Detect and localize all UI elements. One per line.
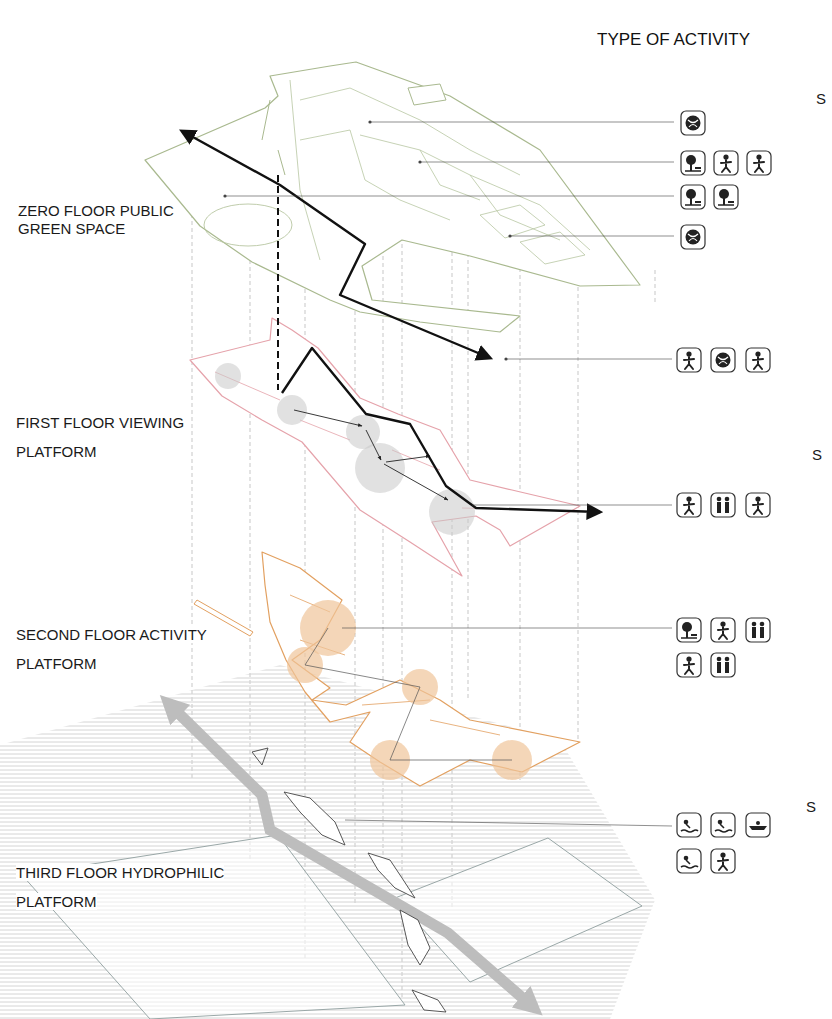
leader-line (345, 820, 672, 826)
activity-icon (711, 618, 735, 642)
leader-line (342, 628, 672, 629)
route-line (277, 175, 279, 390)
route-line (282, 348, 600, 512)
cropped-label: S (806, 798, 816, 815)
viewing-platform (277, 395, 307, 425)
green-space (262, 100, 285, 175)
route-line (182, 131, 490, 358)
activity-icon (677, 653, 701, 677)
activity-icon (681, 111, 705, 135)
viewing-platform (429, 489, 475, 535)
hydrophilic-pier (412, 990, 446, 1012)
activity-icon (711, 348, 735, 372)
leader-dot (418, 160, 421, 163)
green-space (145, 62, 640, 332)
viewing-platform (215, 363, 241, 389)
activity-icon (746, 813, 770, 837)
viewing-platform (190, 318, 580, 576)
layer-label: THIRD FLOOR HYDROPHILIC PLATFORM (16, 864, 224, 910)
projection-line (192, 165, 193, 780)
chart-title: TYPE OF ACTIVITY (597, 30, 750, 50)
leader-line (472, 505, 672, 506)
activity-icon (746, 348, 770, 372)
viewing-platform (386, 456, 430, 462)
projection-line (578, 210, 579, 740)
hydrophilic-pier (252, 748, 268, 765)
layer-label-box: ZERO FLOOR PUBLIC GREEN SPACE (18, 202, 223, 238)
green-space (290, 80, 590, 260)
layer-label-box: S (806, 798, 820, 816)
layer-label-box: THIRD FLOOR HYDROPHILIC PLATFORM (16, 858, 286, 916)
activity-icon (681, 185, 705, 209)
activity-icon (681, 151, 705, 175)
activity-icon (677, 813, 701, 837)
leader-line (420, 162, 674, 163)
layer-label-box: SECOND FLOOR ACTIVITY PLATFORM (16, 620, 271, 678)
activity-icon (711, 493, 735, 517)
activity-icon (714, 185, 738, 209)
hydrophilic-pier (284, 792, 345, 845)
activity-icon (681, 225, 705, 249)
green-space (408, 84, 446, 105)
layer-label-box: S (816, 90, 830, 108)
viewing-platform (384, 464, 448, 500)
viewing-platform (294, 410, 362, 426)
activity-platform (262, 552, 580, 786)
activity-icon (711, 653, 735, 677)
green-space (145, 62, 640, 332)
leader-dot (504, 357, 507, 360)
viewing-platform (355, 443, 405, 493)
activity-icon (677, 849, 701, 873)
viewing-platform (366, 430, 381, 460)
water-surface (22, 835, 405, 1019)
leader-line (225, 122, 674, 826)
activity-icon (746, 493, 770, 517)
activity-icon (711, 849, 735, 873)
route-line (182, 131, 490, 390)
leader-dot (223, 120, 511, 360)
green-space (480, 205, 585, 264)
leader-dot (368, 120, 371, 123)
viewing-platform (294, 410, 448, 500)
leader-line (370, 122, 674, 123)
activity-icon (746, 618, 770, 642)
projection-line (655, 270, 656, 305)
activity-icon (677, 618, 701, 642)
layer-label: SECOND FLOOR ACTIVITY PLATFORM (16, 626, 207, 672)
route-line (282, 348, 600, 512)
layer-label-box: FIRST FLOOR VIEWING PLATFORM (16, 408, 251, 466)
layer-label: ZERO FLOOR PUBLIC GREEN SPACE (18, 202, 174, 237)
leader-dot (223, 194, 226, 197)
leader-line (225, 196, 674, 197)
activity-platform (194, 552, 580, 786)
activity-icon (677, 111, 771, 873)
activity-platform (287, 600, 532, 780)
activity-icon (747, 151, 771, 175)
hydrophilic-pier (400, 910, 430, 965)
activity-icon (714, 151, 738, 175)
activity-platform (305, 628, 512, 760)
leader-dot (508, 234, 511, 237)
hydrophilic-pier (368, 853, 415, 898)
leader-line (506, 359, 672, 360)
activity-icon (677, 493, 701, 517)
cropped-label: S (812, 446, 822, 463)
viewing-platform (215, 372, 540, 510)
layer-label-box: S (812, 446, 826, 464)
cropped-label: S (816, 90, 826, 107)
activity-icon (677, 348, 701, 372)
leader-line (510, 236, 674, 237)
hydrophilic-pier (252, 748, 446, 1012)
layer-label: FIRST FLOOR VIEWING PLATFORM (16, 414, 184, 460)
activity-icon (711, 813, 735, 837)
viewing-platform (190, 318, 580, 576)
water-surface (395, 838, 642, 982)
